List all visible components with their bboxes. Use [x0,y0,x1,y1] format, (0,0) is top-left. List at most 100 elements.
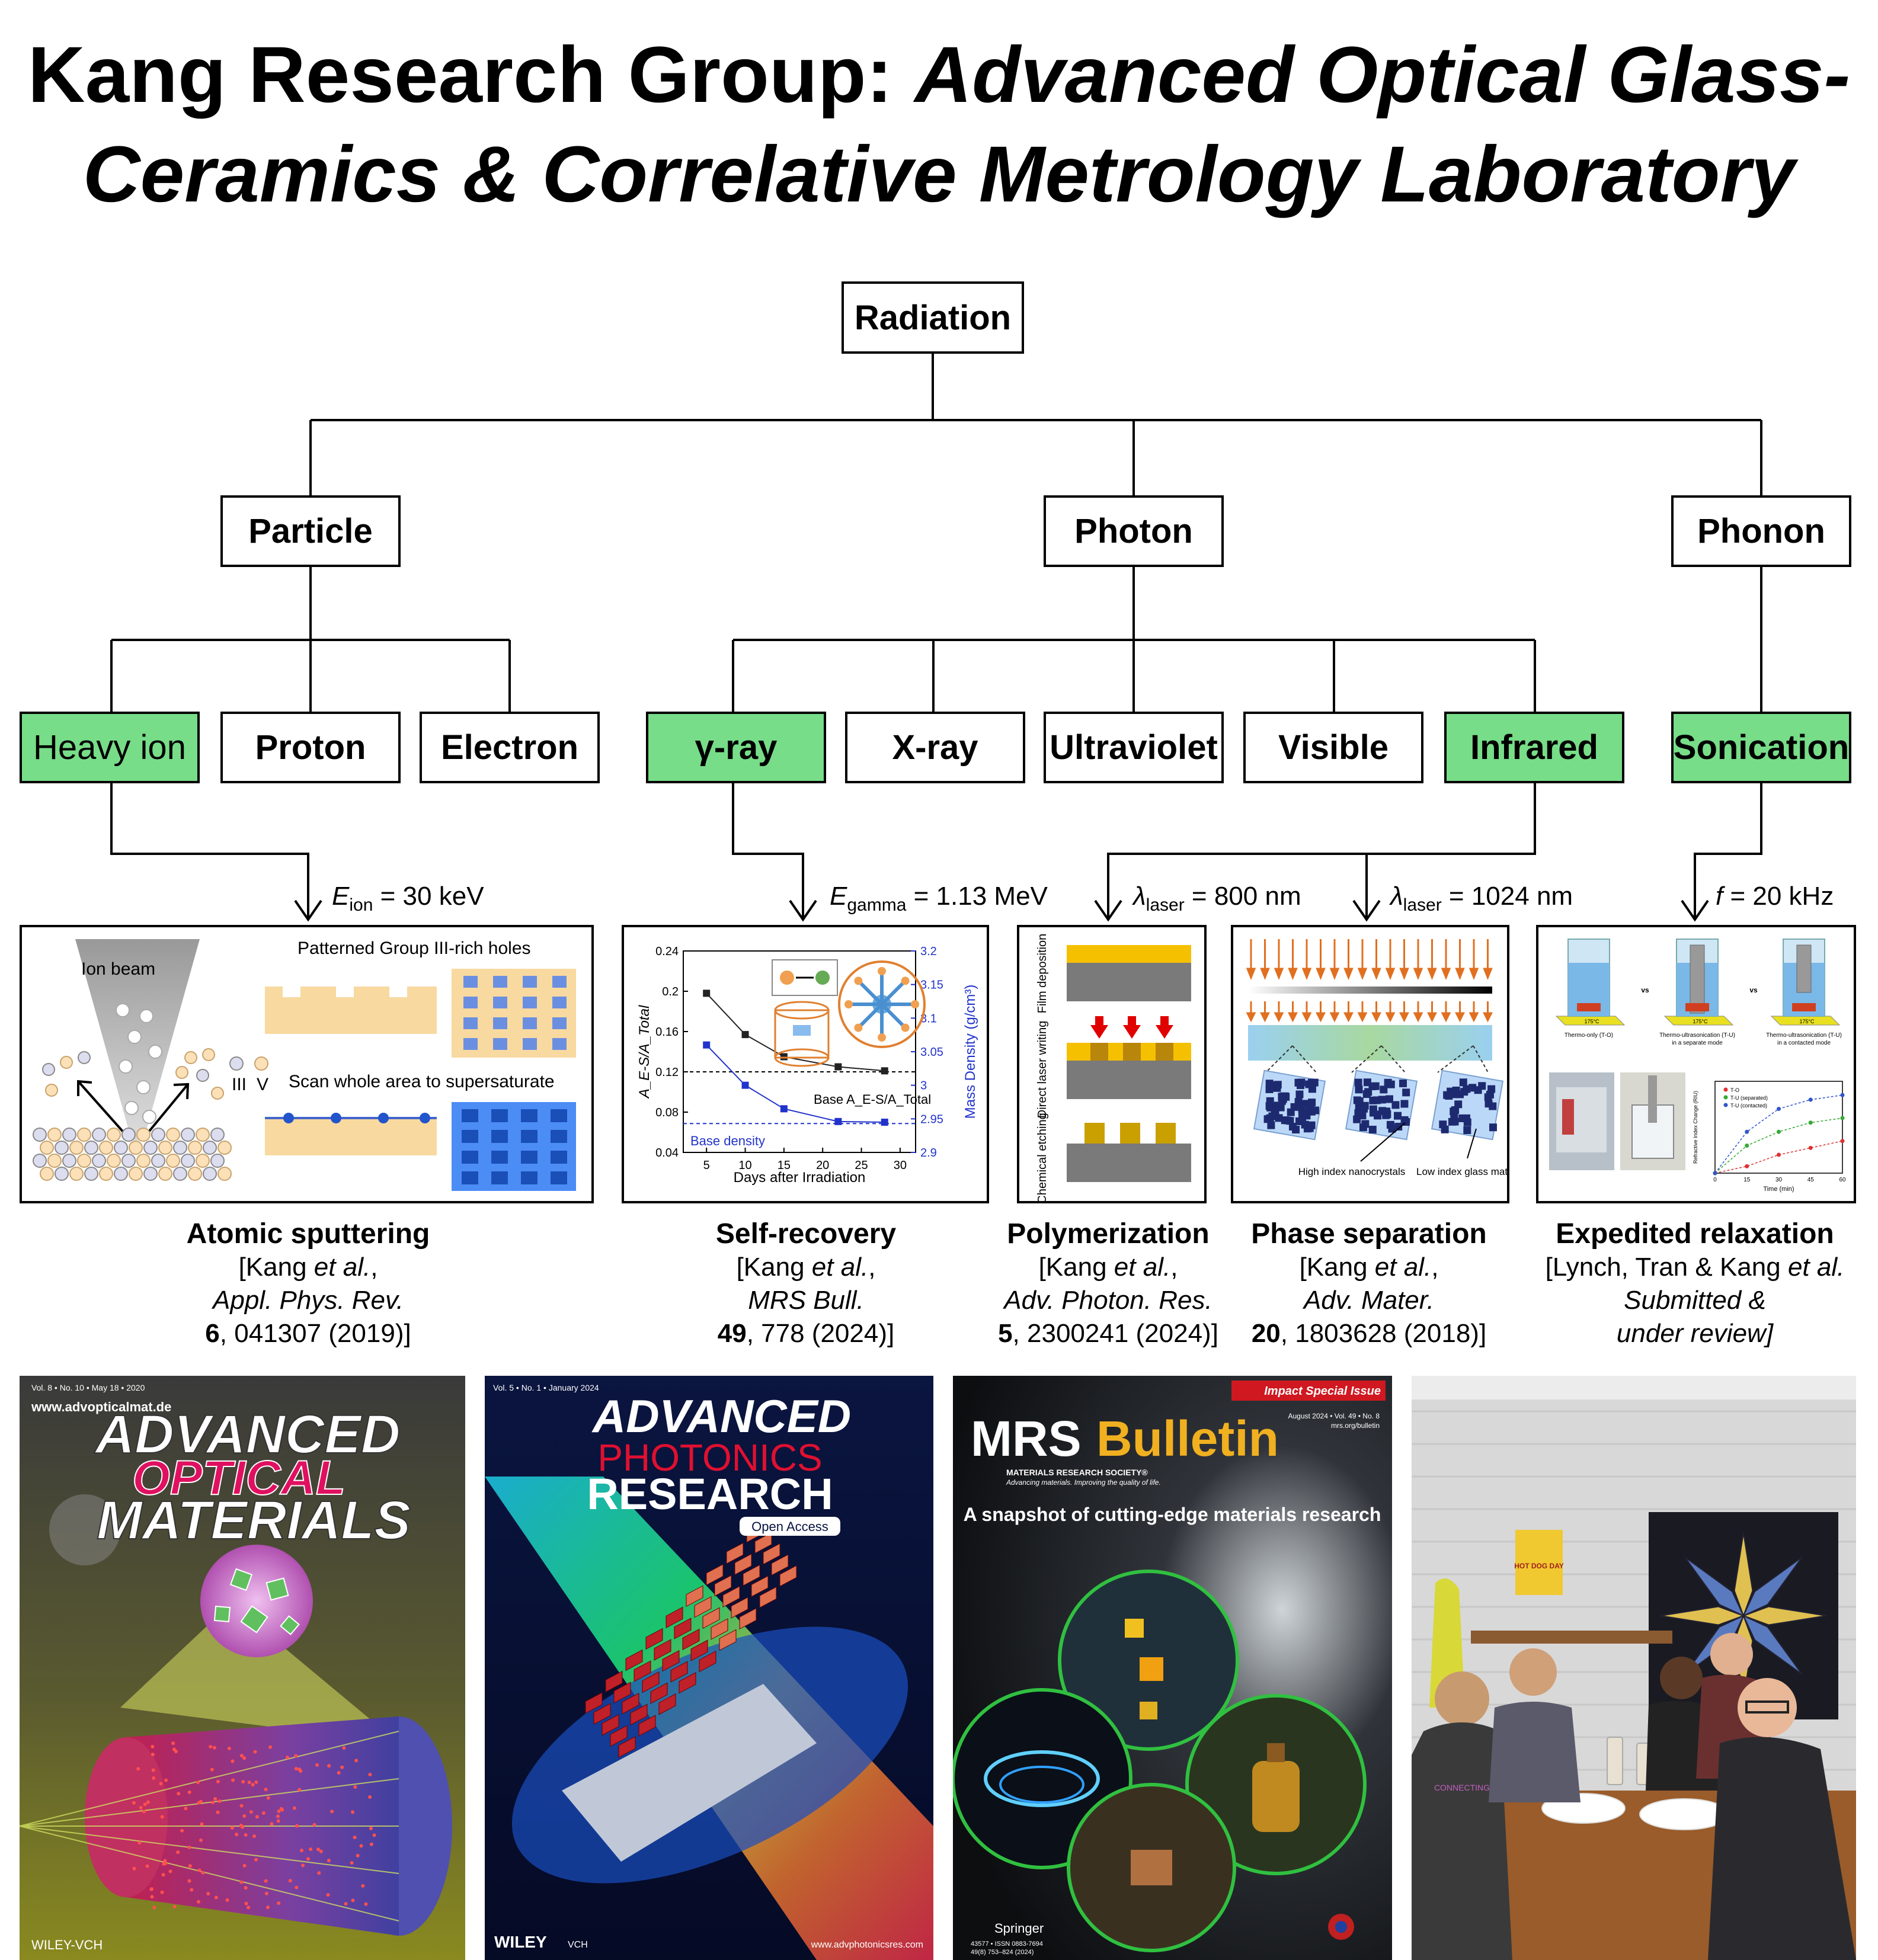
dot [230,1826,234,1830]
lattice-atom [188,1141,202,1155]
data-point [1808,1097,1813,1102]
dot [239,1823,244,1827]
dot [231,1759,235,1763]
nanocrystal [1263,1115,1272,1123]
quilt-star-point [1742,1606,1827,1626]
x-tick-label: 45 [1807,1177,1815,1183]
step-direct-laser-writing: Direct laser writing [1036,1021,1049,1118]
data-point [881,1119,888,1126]
nanocrystal [1394,1123,1403,1131]
x-tick-label: 15 [1743,1177,1751,1183]
dot [351,1898,355,1903]
photonic-block [711,1618,728,1640]
laser-arrow-head [1357,1012,1368,1023]
star-arm [880,981,905,1006]
lattice-atom [55,1141,69,1155]
lattice-atom [62,1128,76,1142]
x-tick-label: 30 [894,1159,907,1172]
lattice-atom [210,1154,225,1168]
dot [209,1745,213,1749]
laser-arrows-top [1246,939,1493,981]
dot [364,1902,368,1906]
nanocrystal [1400,1100,1409,1108]
nanocrystal [1489,1123,1497,1132]
nanocrystal [1463,1126,1471,1135]
nanocrystal [1450,1110,1458,1119]
legend-atoms [229,1056,268,1071]
data-point [1840,1116,1845,1120]
photonic-block [759,1586,777,1609]
vs-label-1: vs [1641,986,1649,994]
intensity-gradient [1248,987,1492,994]
x-tick-label: 25 [855,1159,868,1172]
legend-marker [1723,1087,1728,1092]
dot [163,1859,167,1863]
nanocrystal [1394,1112,1402,1120]
dot [196,1780,200,1785]
lattice-atom [69,1141,84,1155]
dot [279,1807,283,1811]
relax-xlabel: Time (min) [1763,1186,1794,1193]
data-point [1777,1129,1781,1134]
mrs-banner: Impact Special Issue [1264,1385,1381,1398]
x-tick-label: 60 [1839,1177,1846,1183]
aom-sphere [200,1545,313,1657]
laser-arrow-head [1371,968,1381,981]
photonic-block [618,1736,636,1758]
dot [160,1890,164,1894]
dot [227,1746,231,1750]
dot [264,1788,268,1792]
dot [142,1810,146,1814]
nanocrystal [1353,1115,1361,1123]
mrs-society: MATERIALS RESEARCH SOCIETY® [1006,1468,1148,1477]
hole [491,1109,508,1122]
nanocrystal [1402,1088,1410,1097]
label-frequency: f = 20 kHz [1716,882,1834,911]
laser-arrow-head [1274,968,1284,981]
dot [301,1863,305,1868]
star-arm [880,1003,905,1027]
data-point [703,1041,711,1049]
photonic-block [605,1670,623,1693]
dot [168,1869,172,1873]
lattice-atom [143,1141,158,1155]
nanocrystal [1456,1090,1464,1099]
dot [351,1810,355,1814]
lattice-atom [33,1154,47,1168]
dot [326,1893,330,1897]
hole [491,1130,508,1143]
lattice-atom [188,1167,202,1181]
photonic-block [638,1715,656,1737]
lattice-atom [143,1167,158,1181]
dot [369,1842,373,1846]
dot [150,1895,154,1899]
nanocrystal [1459,1078,1467,1087]
dot [171,1741,175,1746]
data-point [1777,1152,1781,1157]
lattice-atom [166,1154,180,1168]
sonicator-probe [1690,944,1705,1014]
dot [249,1810,253,1814]
caption-title: Atomic sputtering [186,1218,430,1250]
photonic-block [702,1607,720,1629]
nanocrystal [1447,1087,1455,1096]
dot [242,1756,247,1760]
hole [521,1130,538,1143]
dot [261,1811,265,1815]
x-tick-label: 15 [778,1159,791,1172]
nanocrystal [1294,1098,1303,1106]
lattice-atom [166,1128,180,1142]
lattice-atom [196,1154,210,1168]
lattice-atom [158,1167,172,1181]
photonic-block [690,1639,708,1661]
lattice-atom [114,1167,128,1181]
dot [164,1778,168,1782]
dot [317,1871,321,1875]
lattice-atom [114,1141,128,1155]
caption-title: Polymerization [1007,1218,1210,1250]
label-laser-800: λlaser = 800 nm [1133,882,1301,915]
laser-arrow-head [1441,1012,1451,1023]
setup-label: Thermo-only (T-O) [1565,1032,1613,1039]
dot [197,1868,201,1872]
photonic-block [722,1586,740,1608]
